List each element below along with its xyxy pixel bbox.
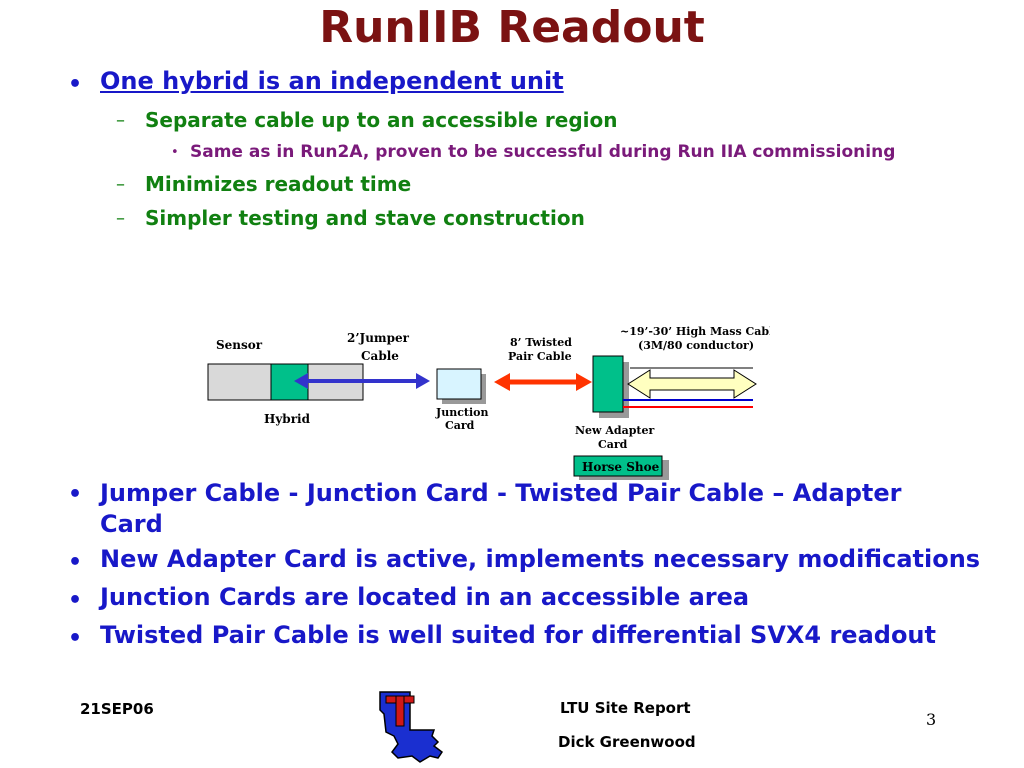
bullet-marker: • [68, 626, 83, 651]
adapter-label-2: Card [598, 438, 628, 451]
adapter-label-1: New Adapter [575, 424, 654, 437]
twisted-label-2: Pair Cable [508, 350, 572, 363]
dash-marker: – [116, 208, 125, 229]
point-adapter-active: New Adapter Card is active, implements n… [100, 545, 981, 573]
sub-point-testing: Simpler testing and stave construction [145, 206, 585, 230]
footer-author: Dick Greenwood [558, 733, 696, 751]
jumper-label-1: 2’Jumper [347, 331, 410, 345]
twisted-arrow-right-head [576, 373, 592, 391]
twisted-arrow-left-head [494, 373, 510, 391]
sensor-label: Sensor [216, 338, 263, 352]
bullet-marker: • [68, 72, 83, 97]
bullet-marker: • [68, 550, 83, 575]
page-title: RunIIB Readout [319, 2, 705, 53]
headline-link[interactable]: One hybrid is an independent unit [100, 67, 564, 95]
adapter-card [592, 355, 624, 413]
point-cable-chain: Jumper Cable - Junction Card - Twisted P… [100, 479, 902, 538]
highmass-label-1: ~19’-30’ High Mass Cable [620, 325, 770, 338]
bullet-marker: • [68, 588, 83, 613]
sub-point-detail: Same as in Run2A, proven to be successfu… [190, 142, 896, 162]
junction-label-2: Card [445, 419, 475, 432]
junction-card [436, 368, 482, 400]
page-number: 3 [926, 710, 937, 729]
bullet-marker: • [68, 482, 83, 507]
hybrid-label: Hybrid [264, 412, 311, 426]
dash-marker: – [116, 174, 125, 195]
point-twisted-pair: Twisted Pair Cable is well suited for di… [100, 621, 936, 649]
high-mass-cable-arrow [627, 369, 757, 399]
dash-marker: – [116, 110, 125, 131]
sub-point-time: Minimizes readout time [145, 172, 412, 196]
horse-shoe-label: Horse Shoe [582, 460, 660, 474]
louisiana-tech-logo [379, 691, 444, 763]
footer-date: 21SEP06 [80, 700, 154, 718]
jumper-arrow-left-head [294, 373, 308, 389]
highmass-label-2: (3M/80 conductor) [638, 339, 754, 352]
junction-label-1: Junction [435, 406, 489, 419]
sub-point-cable: Separate cable up to an accessible regio… [145, 108, 618, 132]
jumper-label-2: Cable [361, 349, 399, 363]
bullet-marker: • [171, 145, 179, 160]
point-junction-location: Junction Cards are located in an accessi… [100, 583, 750, 611]
footer-report: LTU Site Report [560, 699, 691, 717]
readout-diagram: Sensor Hybrid 2’Jumper Cable Junction Ca… [207, 325, 770, 480]
twisted-label-1: 8’ Twisted [510, 336, 572, 349]
horse-shoe-box [573, 455, 663, 477]
jumper-arrow-right-head [416, 373, 430, 389]
